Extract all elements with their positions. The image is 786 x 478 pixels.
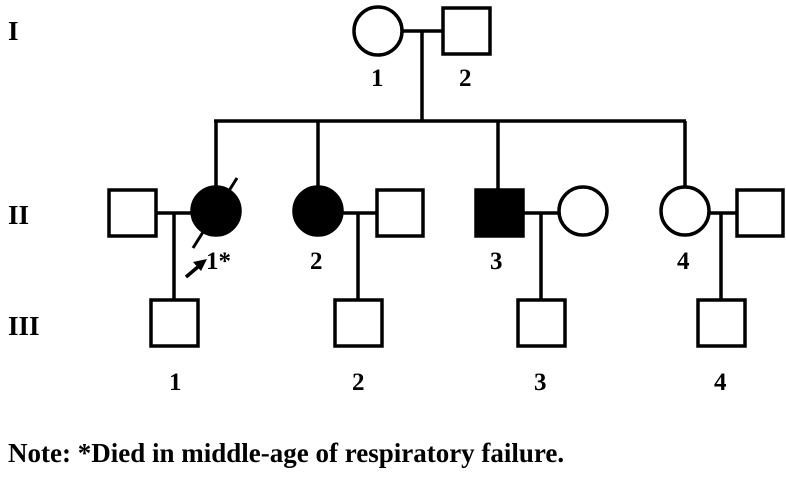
male-III-1 — [149, 298, 200, 348]
female-II-3-spouse — [557, 185, 609, 237]
deceased-slash-II-1 — [191, 177, 239, 249]
male-II-2-spouse — [375, 188, 425, 238]
label-III-4: 4 — [714, 369, 727, 396]
female-I-1 — [352, 5, 404, 57]
label-I-1: 1 — [371, 65, 384, 92]
male-I-2 — [441, 6, 492, 56]
male-III-2 — [333, 298, 384, 348]
proband-arrow-icon — [184, 259, 207, 279]
label-III-2: 2 — [352, 369, 365, 396]
generation-label-III: III — [8, 311, 40, 341]
label-II-2: 2 — [310, 248, 323, 275]
female-II-4 — [659, 185, 711, 237]
label-III-1: 1 — [169, 369, 182, 396]
label-I-2: 2 — [459, 65, 472, 92]
generation-label-II: II — [8, 200, 29, 230]
label-III-3: 3 — [534, 369, 547, 396]
male-III-3 — [516, 298, 567, 348]
label-II-4: 4 — [677, 248, 690, 275]
generation-label-I: I — [8, 16, 19, 46]
male-II-4-spouse — [735, 188, 785, 238]
affected-female-II-2 — [292, 185, 344, 237]
male-III-4 — [696, 298, 747, 348]
footnote: Note: *Died in middle-age of respiratory… — [8, 438, 564, 468]
male-II-1-spouse — [107, 188, 158, 238]
label-II-3: 3 — [490, 248, 503, 275]
affected-male-II-3 — [474, 188, 525, 238]
label-II-1: 1* — [206, 248, 231, 275]
